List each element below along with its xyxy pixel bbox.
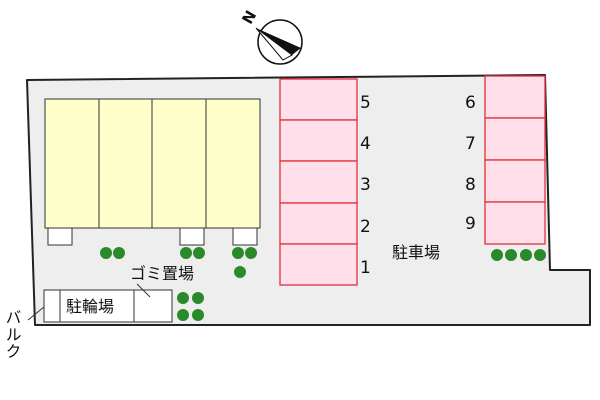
entrance-box xyxy=(232,227,258,246)
bicycle-parking-label: 駐輪場 xyxy=(66,297,114,316)
parking-space xyxy=(484,159,546,203)
tree-icon xyxy=(234,266,246,278)
tree-icon xyxy=(491,249,503,261)
tree-icon xyxy=(232,247,244,259)
parking-column-right: 6 7 8 9 xyxy=(465,75,546,245)
parking-space xyxy=(484,75,546,119)
parking-space xyxy=(484,117,546,161)
tree-icon xyxy=(520,249,532,261)
parking-number: 3 xyxy=(360,175,371,195)
bicycle-parking: 駐輪場 xyxy=(43,289,173,323)
parking-column-left: 5 4 3 2 1 xyxy=(279,78,371,286)
garbage-area-label: ゴミ置場 xyxy=(130,264,194,283)
entrance-box xyxy=(47,227,73,246)
parking-number: 6 xyxy=(465,93,476,113)
tree-icon xyxy=(177,292,189,304)
parking-space xyxy=(279,202,358,245)
parking-number: 2 xyxy=(360,217,371,237)
tree-icon xyxy=(192,292,204,304)
parking-number: 9 xyxy=(465,214,476,234)
parking-number: 8 xyxy=(465,175,476,195)
tree-icon xyxy=(193,247,205,259)
tree-icon xyxy=(505,249,517,261)
garbage-pointer xyxy=(136,283,151,298)
compass-north-label: N xyxy=(238,7,260,27)
parking-number: 1 xyxy=(360,258,371,278)
tree-icon xyxy=(534,249,546,261)
parking-number: 7 xyxy=(465,134,476,154)
parking-number: 5 xyxy=(360,93,371,113)
tree-icon xyxy=(113,247,125,259)
tree-icon xyxy=(245,247,257,259)
tree-icon xyxy=(192,309,204,321)
tree-icon xyxy=(100,247,112,259)
balcony-label: バルク xyxy=(3,309,22,360)
parking-space xyxy=(279,243,358,286)
parking-area-label: 駐車場 xyxy=(392,243,440,262)
north-arrow-icon: N xyxy=(238,7,303,65)
apartment-building xyxy=(44,98,261,246)
parking-space xyxy=(279,119,358,162)
tree-icon xyxy=(180,247,192,259)
parking-space xyxy=(279,78,358,121)
trees xyxy=(100,247,546,321)
entrance-box xyxy=(179,227,205,246)
tree-icon xyxy=(177,309,189,321)
parking-space xyxy=(484,201,546,245)
balcony-pointer xyxy=(27,306,45,321)
parking-number: 4 xyxy=(360,134,371,154)
parking-space xyxy=(279,160,358,204)
